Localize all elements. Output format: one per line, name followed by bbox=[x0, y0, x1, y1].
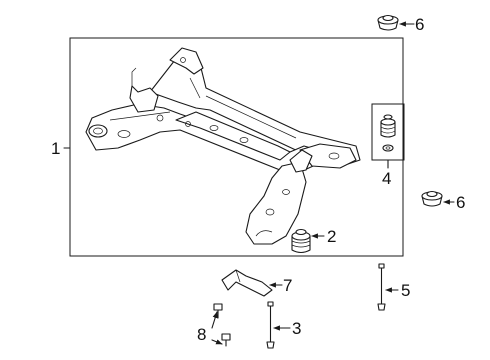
callout-3: 3 bbox=[292, 319, 301, 338]
part-2-bushing bbox=[291, 228, 311, 254]
subframe-crossmember bbox=[85, 47, 361, 245]
callout-7: 7 bbox=[283, 276, 292, 295]
callout-8: 8 bbox=[197, 325, 206, 344]
callout-6-right: 6 bbox=[456, 193, 465, 212]
part-5-bolt bbox=[377, 263, 386, 311]
leader-8b bbox=[211, 339, 223, 345]
part-8-bolts bbox=[213, 303, 231, 347]
part-6-upper-cap bbox=[377, 14, 399, 31]
subframe-group-border bbox=[69, 37, 404, 257]
callout-2: 2 bbox=[327, 227, 336, 246]
callout-5: 5 bbox=[401, 281, 410, 300]
callout-4: 4 bbox=[382, 169, 391, 188]
part-3-bolt bbox=[266, 301, 275, 349]
callout-1: 1 bbox=[51, 139, 60, 158]
part-4-mount-stack bbox=[380, 114, 396, 152]
callout-6-top: 6 bbox=[415, 15, 424, 34]
part-7-bracket bbox=[221, 269, 273, 297]
part-6-right-cap bbox=[421, 190, 443, 207]
leader-8a bbox=[211, 311, 218, 329]
